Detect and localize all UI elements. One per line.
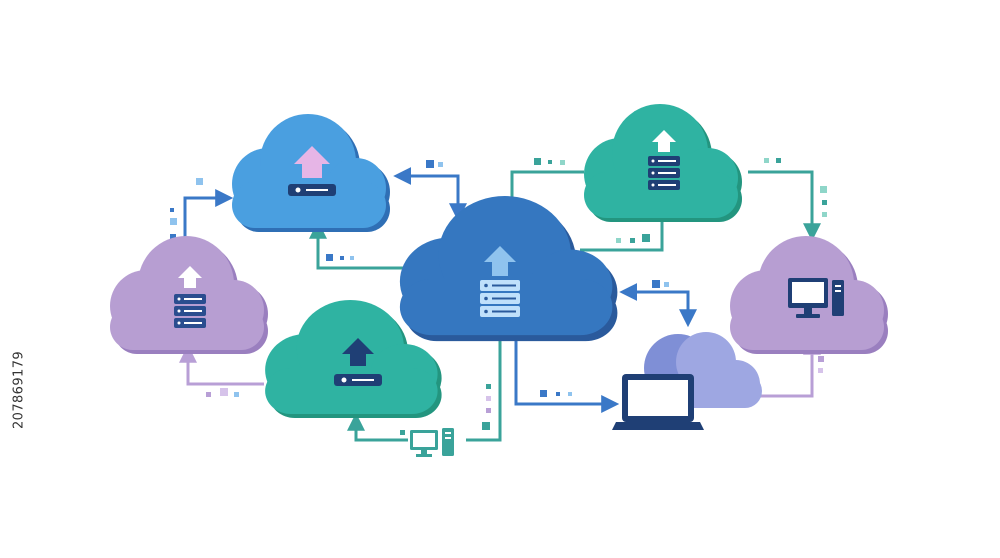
center-cloud xyxy=(399,196,618,342)
connector-desktop-to-bottomleft xyxy=(347,412,408,442)
small-desktop xyxy=(410,428,454,457)
connector-laptop-to-right xyxy=(756,336,821,398)
connector-center-to-desktop xyxy=(466,338,502,442)
connector-center-to-topright-2 xyxy=(580,202,671,252)
connector-center-to-topleft xyxy=(309,220,412,270)
desktop-computer-icon xyxy=(410,428,454,457)
decorative-dots xyxy=(170,158,827,435)
upload-arrow-icon xyxy=(652,130,676,152)
connector-center-laptop xyxy=(619,283,697,328)
laptop-cloud xyxy=(612,332,762,430)
right-cloud xyxy=(730,236,888,354)
connector-bottomleft-to-left xyxy=(179,344,264,386)
connector-center-to-laptop xyxy=(514,338,620,413)
laptop-icon xyxy=(612,374,704,430)
router-icon xyxy=(288,184,336,196)
top-left-cloud xyxy=(232,114,390,232)
server-rack-icon xyxy=(480,280,520,317)
left-cloud xyxy=(110,236,268,354)
upload-arrow-icon xyxy=(294,146,330,178)
bottom-left-cloud xyxy=(265,300,442,418)
upload-arrow-icon xyxy=(484,246,516,276)
connector-topleft-center xyxy=(393,167,467,222)
upload-arrow-icon xyxy=(178,266,202,288)
desktop-computer-icon xyxy=(788,278,844,318)
server-rack-icon xyxy=(648,156,680,190)
image-id-label: 207869179 xyxy=(11,350,27,430)
router-icon xyxy=(334,374,382,386)
connector-topright-to-right xyxy=(748,170,821,242)
top-right-cloud xyxy=(584,104,742,222)
connector-left-to-topleft xyxy=(183,189,234,246)
server-rack-icon xyxy=(174,294,206,328)
upload-arrow-icon xyxy=(342,338,374,366)
